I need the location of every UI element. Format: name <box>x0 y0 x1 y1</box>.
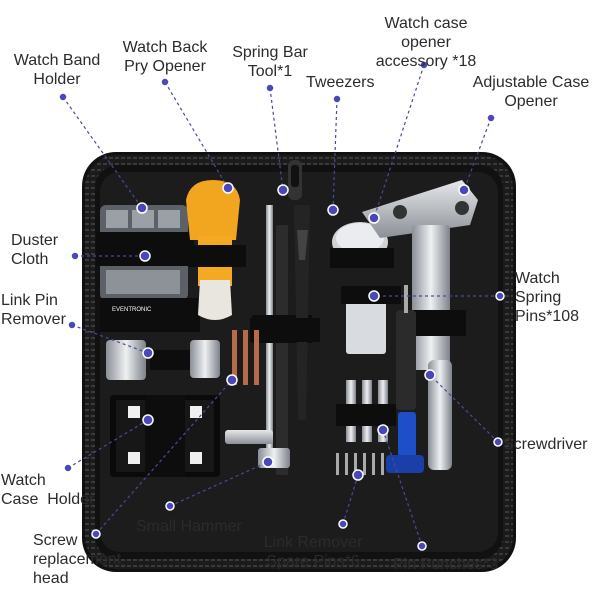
zipper-pull <box>288 160 302 200</box>
label-link-pin-remover: Link Pin Remover <box>1 292 66 328</box>
tweezers <box>294 205 310 420</box>
label-watch-case-holder: Watch Case Holder <box>1 472 95 508</box>
label-spring-bar-tool: Spring Bar Tool*1 <box>232 44 308 80</box>
link-remover-spare-pins <box>336 453 384 475</box>
label-tweezers: Tweezers <box>306 74 375 91</box>
label-duster-cloth: Duster Cloth <box>11 232 59 268</box>
adjustable-case-opener <box>362 180 478 470</box>
label-pin-punches: Pin Punches*3 <box>393 556 498 573</box>
pin-punches <box>336 380 396 442</box>
brand-tag-text: EVENTRONIC <box>112 307 152 313</box>
link-pin-remover <box>106 340 220 380</box>
watch-band-holder <box>96 205 194 300</box>
label-watch-band-holder: Watch Band Holder <box>13 52 101 88</box>
case-opener-accessory-box <box>330 222 394 268</box>
label-screw-replacement-head: Screw replacement head <box>33 532 122 587</box>
label-adjustable-case-opener: Adjustable Case Opener <box>472 74 590 110</box>
label-screwdriver: Screwdriver <box>503 436 588 453</box>
label-link-remover-spare-pins: Link Remover Spare Pins*6 <box>263 534 363 570</box>
brand-tag <box>100 298 200 332</box>
label-watch-back-pry-opener: Watch Back Pry Opener <box>122 39 208 75</box>
pry-opener-tool <box>186 180 246 320</box>
callout-dots <box>58 60 505 551</box>
leader-lines <box>62 64 500 547</box>
screwdriver <box>386 285 424 473</box>
screw-replacement-heads <box>232 330 259 385</box>
watch-case-holder <box>110 395 220 477</box>
label-watch-spring-pins: Watch Spring Pins*108 <box>515 270 580 325</box>
label-case-opener-accessory: Watch case opener accessory *18 <box>375 15 477 70</box>
elastic-strap <box>250 318 320 342</box>
label-small-hammer: Small Hammer <box>136 518 242 535</box>
